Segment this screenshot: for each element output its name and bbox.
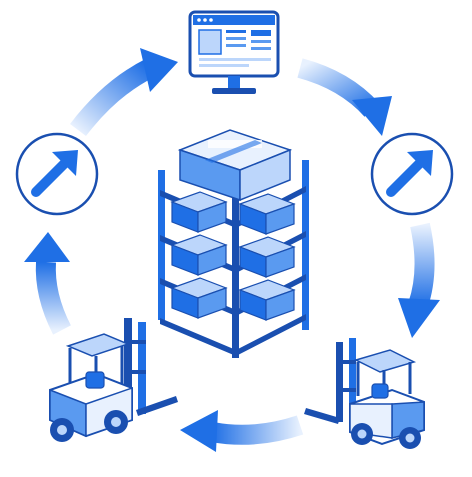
cycle-arrow-icon	[398, 222, 440, 338]
trend-up-arrow-icon	[370, 132, 454, 216]
computer-monitor-icon	[188, 10, 280, 94]
cycle-arrow-icon	[297, 58, 392, 136]
trend-up-arrow-icon	[15, 132, 99, 216]
cycle-arrow-icon	[70, 48, 178, 137]
warehouse-rack-icon	[158, 129, 309, 358]
forklift-icon	[49, 318, 178, 442]
cycle-arrow-icon	[180, 410, 304, 452]
cycle-arrow-icon	[24, 232, 71, 335]
forklift-icon	[304, 338, 425, 449]
